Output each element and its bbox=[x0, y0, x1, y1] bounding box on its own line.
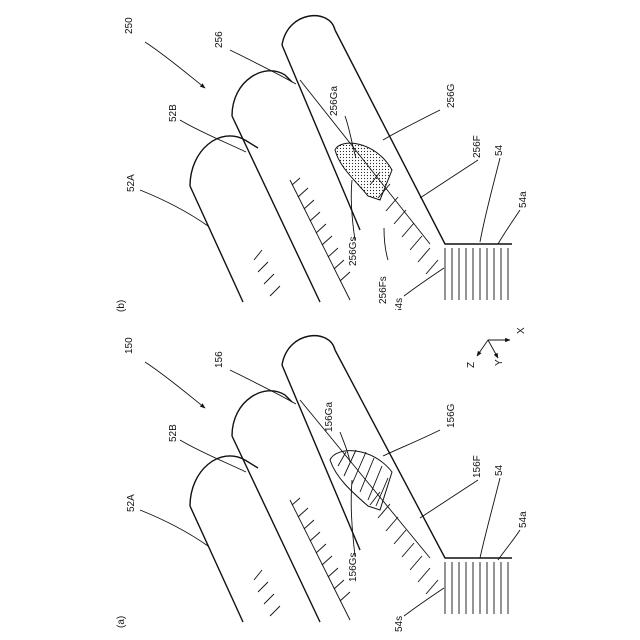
label-54s-a: 54s bbox=[394, 616, 405, 632]
label-54a-b: 54a bbox=[518, 191, 529, 208]
label-54a-a: 54a bbox=[518, 511, 529, 528]
label-256Ga: 256Ga bbox=[329, 86, 340, 116]
label-156: 156 bbox=[214, 351, 225, 368]
label-256G: 256G bbox=[446, 83, 457, 108]
panel-a: 150 156 52B 52A 156Ga 156G 156F 54 54a 1… bbox=[124, 336, 529, 632]
label-52A-a: 52A bbox=[126, 494, 137, 512]
label-156G: 156G bbox=[446, 403, 457, 428]
label-54s-b: 54s bbox=[394, 298, 405, 314]
label-52A-b: 52A bbox=[126, 174, 137, 192]
label-256F: 256F bbox=[472, 135, 483, 158]
label-256Fs: 256Fs bbox=[378, 276, 389, 304]
label-52B-b: 52B bbox=[168, 104, 179, 122]
label-156Ga: 156Ga bbox=[324, 402, 335, 432]
label-256: 256 bbox=[214, 31, 225, 48]
label-250: 250 bbox=[124, 17, 135, 34]
label-54-a: 54 bbox=[494, 464, 505, 476]
axis-indicator: X Z Y bbox=[466, 327, 527, 368]
label-156F: 156F bbox=[472, 455, 483, 478]
axis-x-label: X bbox=[516, 327, 527, 334]
label-54-b: 54 bbox=[494, 144, 505, 156]
label-256Gs: 256Gs bbox=[348, 237, 359, 266]
panel-b: 250 256 52B 52A 256Ga 256G 256F 54 54a 2… bbox=[124, 16, 529, 314]
axis-y-label: Y bbox=[494, 359, 505, 366]
label-52B-a: 52B bbox=[168, 424, 179, 442]
label-150: 150 bbox=[124, 337, 135, 354]
caption-a: (a) bbox=[116, 616, 127, 628]
caption-b: (b) bbox=[116, 300, 127, 312]
label-156Gs: 156Gs bbox=[348, 553, 359, 582]
axis-z-label: Z bbox=[466, 362, 477, 368]
